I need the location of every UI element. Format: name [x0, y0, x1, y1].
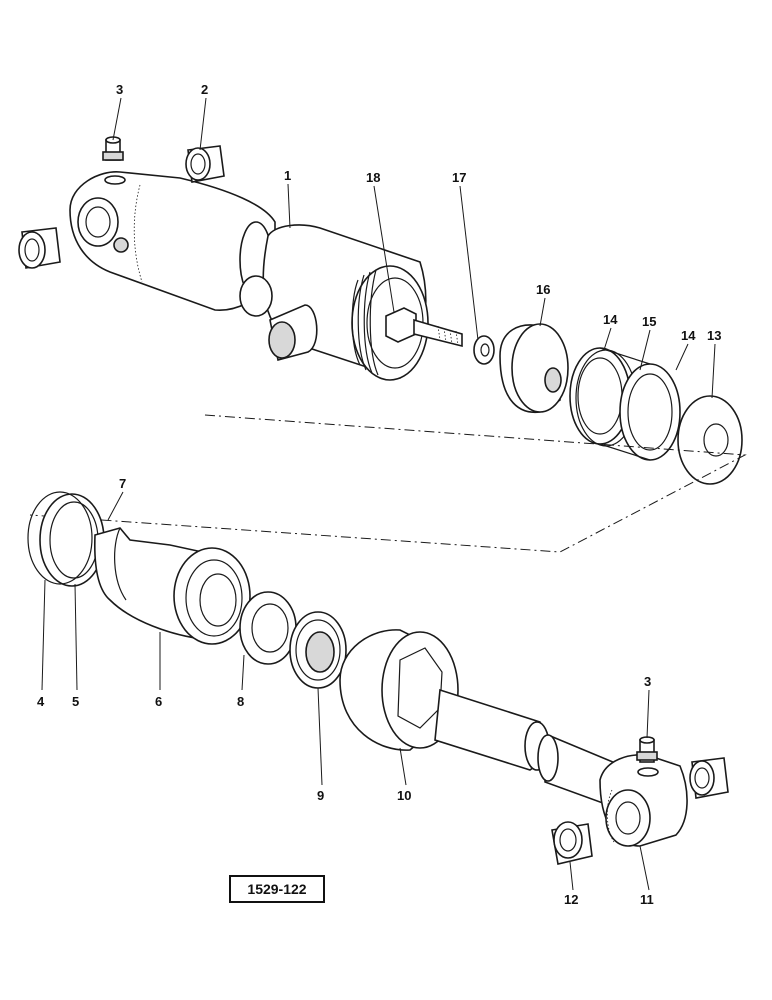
callout-9: 9	[317, 788, 324, 803]
bushing-right	[689, 757, 729, 799]
callout-18: 18	[366, 170, 380, 185]
bushing-2	[185, 145, 225, 183]
drawing-reference-code: 1529-122	[229, 875, 325, 903]
callout-7: 7	[119, 476, 126, 491]
callout-13: 13	[707, 328, 721, 343]
callout-2: 2	[201, 82, 208, 97]
front-seal-4-5	[27, 491, 105, 587]
callout-1: 1	[284, 168, 291, 183]
callout-8: 8	[237, 694, 244, 709]
leader-lines	[41, 97, 716, 891]
callout-3-lower: 3	[644, 674, 651, 689]
gland-6	[93, 527, 251, 645]
callout-17: 17	[452, 170, 466, 185]
grease-nipple-lower	[636, 736, 658, 763]
cylinder-barrel	[239, 224, 429, 381]
callout-14-left: 14	[603, 312, 618, 327]
callout-15: 15	[642, 314, 656, 329]
piston-rod-stud-18	[385, 307, 463, 348]
seal-ring-pack	[569, 347, 681, 461]
callout-4: 4	[37, 694, 45, 709]
rod-eye-11	[599, 754, 688, 847]
callout-12: 12	[564, 892, 578, 907]
callout-10: 10	[397, 788, 411, 803]
callout-6: 6	[155, 694, 162, 709]
assembly-center-line	[29, 414, 747, 553]
callout-3-upper: 3	[116, 82, 123, 97]
callout-11: 11	[640, 892, 654, 907]
piston-rod	[434, 688, 623, 812]
bushing-4	[18, 227, 61, 269]
washer-17	[473, 335, 495, 365]
grease-nipple-upper	[102, 136, 124, 161]
piston-head-16	[499, 323, 569, 414]
callout-5: 5	[72, 694, 79, 709]
ring-8	[239, 591, 297, 665]
callout-16: 16	[536, 282, 550, 297]
callout-14-right: 14	[681, 328, 696, 343]
bushing-12	[551, 821, 593, 865]
rod-seal-9	[289, 611, 347, 689]
end-washer-13	[677, 395, 743, 485]
rear-clevis-eye	[69, 171, 276, 311]
